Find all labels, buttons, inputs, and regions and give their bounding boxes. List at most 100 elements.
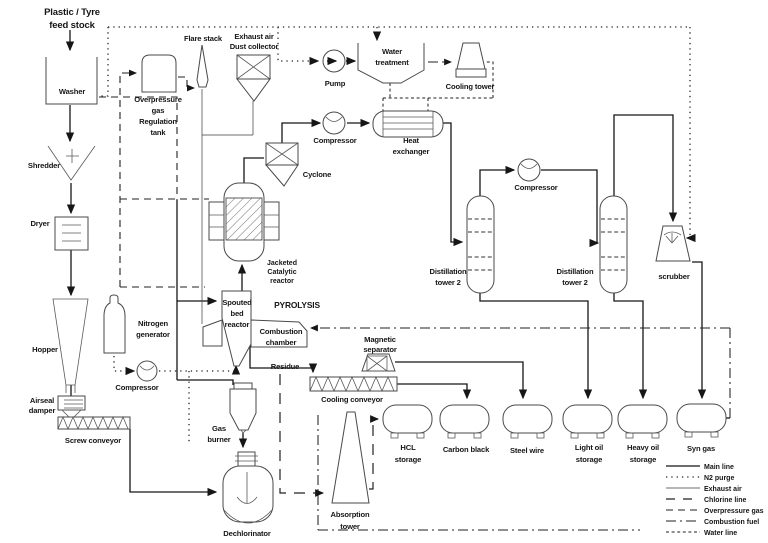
absorption-to-hcl-line (369, 415, 380, 490)
title-line-1: Plastic / Tyre (44, 7, 100, 18)
water-treatment (357, 43, 425, 84)
jacketed-reactor-label-1: Jacketed (267, 260, 297, 267)
pump-feed-line (277, 27, 320, 66)
scrubber-to-syngas-line (692, 261, 707, 400)
pump-label: Pump (325, 79, 346, 88)
spouted-bed-reactor (221, 290, 252, 367)
distillation-tower-1-label-2: tower 2 (435, 278, 461, 287)
absorption-tower-label-1: Absorption (331, 510, 371, 519)
conveyor-to-dechlorinator-line (129, 429, 218, 497)
heat-exchanger (372, 110, 444, 138)
gas-burner-label-2: burner (207, 435, 230, 444)
distillation-tower-2 (599, 195, 628, 294)
title-line-2: feed stock (49, 20, 95, 31)
steel-wire-label: Steel wire (510, 446, 544, 455)
water-lines (382, 61, 494, 111)
washer-top-line (97, 27, 109, 97)
pyrolysis-label: PYROLYSIS (274, 300, 320, 310)
cyclone-label: Cyclone (303, 170, 332, 179)
washer-drain-line (99, 96, 178, 200)
coolingtower-return-line (486, 61, 494, 98)
scrubber (655, 225, 691, 262)
scrubber-feed-line (685, 27, 696, 243)
heat-exchanger-label-1: Heat (403, 136, 419, 145)
cooling-conveyor-label: Cooling conveyor (321, 395, 383, 404)
hopper (52, 298, 89, 393)
airseal-damper-label-1: Airseal (30, 396, 54, 405)
absorption-tower-label-2: tower (340, 522, 360, 531)
n2-to-compressor-line (113, 356, 136, 376)
screw-conveyor (57, 415, 131, 431)
carbon-black-label: Carbon black (443, 445, 490, 454)
dust-collector (235, 54, 271, 102)
compressor-mid (517, 158, 541, 182)
spouted-bed-label-3: reactor (225, 320, 250, 329)
jacketed-to-cyclone-line (243, 157, 264, 183)
airseal-damper-label-2: damper (29, 406, 56, 415)
legend-chlorine-label: Chlorine line (704, 497, 747, 504)
syn-gas-tank (676, 403, 727, 438)
chlorine-lines (279, 374, 380, 497)
nitrogen-generator (103, 294, 126, 354)
magnetic-separator (361, 353, 396, 372)
tower1-to-compressor-line (479, 165, 516, 196)
compressor-top (322, 111, 346, 135)
hcl-storage-label-2: storage (395, 455, 421, 464)
exhaust-air-lines (201, 89, 254, 324)
cyclone (264, 142, 299, 187)
compressor-mid-label: Compressor (514, 183, 557, 192)
washer (45, 57, 98, 105)
spouted-bed-label-1: Spouted (222, 298, 252, 307)
gas-burner (229, 382, 257, 434)
overpressure-gas-lines (99, 69, 209, 288)
compressor-to-tower2-line (541, 169, 600, 248)
jacketed-catalytic-reactor (208, 182, 280, 262)
cooling-conveyor (309, 375, 398, 393)
light-oil-label-2: storage (576, 455, 602, 464)
n2-to-reactor-line (159, 364, 241, 375)
tower1-to-lightoil-line (479, 293, 593, 400)
steel-wire-tank (502, 404, 553, 439)
hx-to-tower1-line (443, 122, 464, 247)
nitrogen-generator-label-2: generator (136, 330, 170, 339)
heat-exchanger-label-2: exchanger (393, 147, 430, 156)
magnetic-separator-label-2: separator (363, 345, 396, 354)
n2-purge-lines (97, 26, 696, 443)
cyclone-to-compressor-line (281, 118, 322, 143)
conveyor-to-carbonblack-line (397, 383, 472, 400)
residue-label: Residue (271, 362, 300, 371)
separator-to-steelwire-line (395, 361, 528, 400)
pump (322, 49, 346, 73)
to-absorption-line (279, 374, 325, 497)
legend-main-line-label: Main line (704, 464, 734, 471)
shredder-label: Shredder (28, 161, 60, 170)
screw-conveyor-label: Screw conveyor (65, 436, 121, 445)
main-lines (65, 30, 730, 497)
jacketed-reactor-label-2: Catalytic (267, 269, 296, 276)
cooling-tower-label: Cooling tower (446, 82, 495, 91)
legend-water-label: Water line (704, 530, 737, 537)
tower2-to-heavyoil-line (613, 293, 648, 400)
compressor-top-label: Compressor (313, 136, 356, 145)
overpressure-tank (141, 54, 177, 93)
gas-burner-label-1: Gas (212, 424, 226, 433)
water-treatment-label-2: treatment (375, 58, 409, 67)
combustion-chamber-label-2: chamber (266, 338, 297, 347)
legend-combustion-label: Combustion fuel (704, 519, 759, 526)
overpressure-tank-label-2: gas (152, 106, 165, 115)
syn-gas-label: Syn gas (687, 444, 715, 453)
nitrogen-generator-label-1: Nitrogen (138, 319, 169, 328)
dryer (54, 216, 89, 251)
compressor-left (136, 360, 158, 382)
labels: Plastic / Tyre feed stock Washer Shredde… (28, 7, 715, 538)
residue-line (249, 345, 318, 374)
dryer-label: Dryer (30, 219, 49, 228)
distillation-tower-2-label-2: tower 2 (562, 278, 588, 287)
legend: Main line N2 purge Exhaust air Chlorine … (666, 464, 764, 537)
spouted-bed-label-2: bed (230, 309, 244, 318)
distillation-tower-1-label-1: Distillation (429, 267, 467, 276)
airseal-damper (57, 395, 86, 418)
overpressure-tank-label-3: Regulation (139, 117, 177, 126)
hcl-storage-tank (382, 404, 433, 439)
